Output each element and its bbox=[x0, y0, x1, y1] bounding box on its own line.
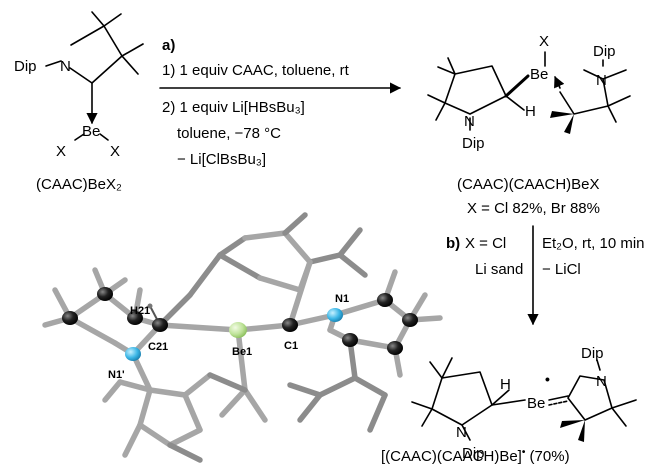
crystal-structure: H21 C21 N1' Be1 C1 N1 bbox=[42, 212, 443, 463]
atom-label-c1: C1 bbox=[284, 340, 298, 352]
start-material: Dip N Be X X (CAAC)BeX₂ bbox=[14, 11, 144, 193]
crystal-sticks bbox=[42, 212, 443, 463]
dip-left-label: Dip bbox=[462, 445, 485, 462]
nitrogen-right-label: N bbox=[596, 373, 607, 390]
halide-right-label: X bbox=[110, 143, 120, 160]
step-b-solvent: Et₂O, rt, 10 min bbox=[542, 235, 645, 252]
nitrogen-right-label: N bbox=[596, 72, 607, 89]
atom-label-be1: Be1 bbox=[232, 346, 252, 358]
beryllium-label: Be bbox=[527, 395, 545, 412]
beryllium-atom bbox=[229, 322, 247, 338]
step-b-byproduct: − LiCl bbox=[542, 261, 581, 278]
atom-label-n1: N1 bbox=[335, 293, 349, 305]
nitrogen-left-label: N bbox=[456, 424, 467, 441]
step-a: a) 1) 1 equiv CAAC, toluene, rt 2) 1 equ… bbox=[159, 37, 402, 168]
hydride-label: H bbox=[525, 103, 536, 120]
product-1: X Be H N Dip N Dip (CAAC)(CAACH)BeX X = … bbox=[427, 33, 631, 217]
atom-ellipsoids bbox=[62, 287, 418, 361]
hydride-label: H bbox=[500, 376, 511, 393]
halide-label: X bbox=[539, 33, 549, 50]
dip-right-label: Dip bbox=[581, 345, 604, 362]
step-a-letter: a) bbox=[162, 37, 175, 54]
product-2: H Be • N Dip N Dip [(CAAC)(CAACH)Be]• (7… bbox=[381, 345, 637, 465]
beryllium-label: Be bbox=[82, 123, 100, 140]
product-1-skeleton bbox=[427, 51, 631, 134]
start-material-skeleton bbox=[45, 11, 144, 141]
nitrogen-atom-right bbox=[327, 308, 343, 322]
step-a-byproduct: − Li[ClBsBu₃] bbox=[177, 151, 266, 168]
nitrogen-left-label: N bbox=[464, 113, 475, 130]
start-material-name: (CAAC)BeX₂ bbox=[36, 176, 122, 193]
step-b: b) X = Cl Li sand Et₂O, rt, 10 min − LiC… bbox=[446, 225, 645, 326]
step-a-condition-2: 2) 1 equiv Li[HBsBu₃] bbox=[162, 99, 305, 116]
beryllium-label: Be bbox=[530, 66, 548, 83]
step-a-condition-1: 1) 1 equiv CAAC, toluene, rt bbox=[162, 62, 350, 79]
step-b-substrate: X = Cl bbox=[465, 235, 506, 252]
product-1-name: (CAAC)(CAACH)BeX bbox=[457, 176, 600, 193]
step-b-letter: b) bbox=[446, 235, 460, 252]
halide-left-label: X bbox=[56, 143, 66, 160]
atom-label-c21: C21 bbox=[148, 341, 168, 353]
product-2-skeleton bbox=[411, 357, 637, 442]
dip-left-label: Dip bbox=[462, 135, 485, 152]
nitrogen-label: N bbox=[60, 58, 71, 75]
product-2-name: [(CAAC)(CAACH)Be]• (70%) bbox=[381, 447, 570, 465]
nitrogen-atom-left bbox=[125, 347, 141, 361]
radical-dot: • bbox=[545, 371, 550, 387]
step-a-solvent: toluene, −78 °C bbox=[177, 125, 281, 142]
atom-label-n1-prime: N1' bbox=[108, 369, 125, 381]
atom-label-h21: H21 bbox=[130, 305, 150, 317]
step-b-reagent: Li sand bbox=[475, 261, 523, 278]
dip-right-label: Dip bbox=[593, 43, 616, 60]
product-1-yields: X = Cl 82%, Br 88% bbox=[467, 200, 600, 217]
dip-label: Dip bbox=[14, 58, 37, 75]
